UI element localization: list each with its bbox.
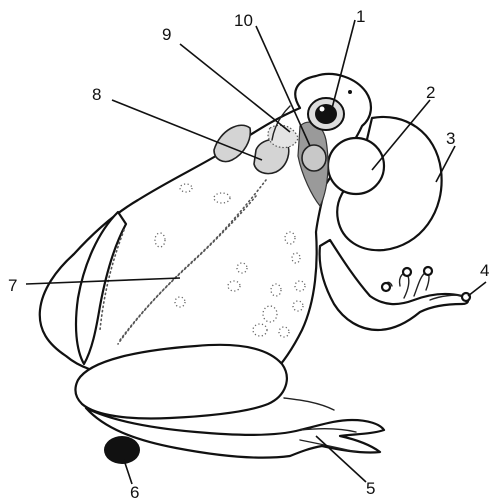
label-8: 8	[92, 86, 101, 103]
leader-9	[180, 44, 290, 132]
nostril	[348, 90, 352, 94]
tympanum	[302, 145, 326, 171]
finger-tip-2	[403, 268, 411, 276]
label-2: 2	[426, 84, 435, 101]
label-10: 10	[234, 12, 253, 29]
label-6: 6	[130, 484, 139, 500]
label-3: 3	[446, 130, 455, 147]
label-7: 7	[8, 277, 17, 294]
leader-4	[468, 282, 486, 296]
pupil	[315, 104, 337, 124]
label-1: 1	[356, 8, 365, 25]
front-arm	[320, 240, 468, 330]
finger-tip-4	[462, 293, 470, 301]
label-9: 9	[162, 26, 171, 43]
finger-tip-3	[424, 267, 432, 275]
label-5: 5	[366, 480, 375, 497]
eye-highlight	[320, 107, 325, 112]
finger-tip-1	[382, 283, 390, 291]
label-4: 4	[480, 262, 489, 279]
vent	[104, 436, 140, 464]
leader-6	[124, 460, 132, 484]
